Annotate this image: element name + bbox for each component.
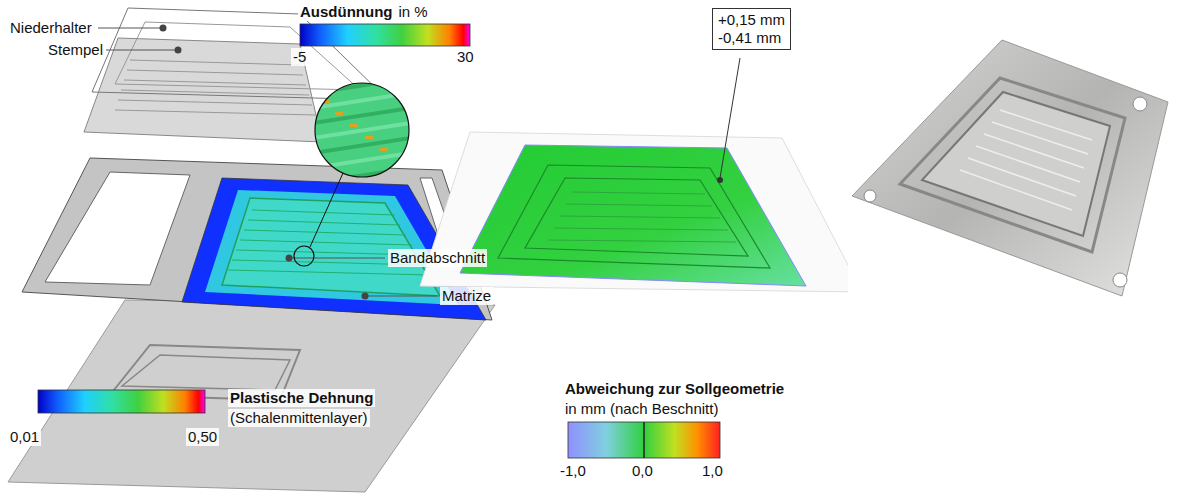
scale-value: 0,50 (186, 428, 219, 446)
photo-plate (848, 0, 1177, 345)
thinning-colorbar (300, 24, 470, 46)
scale-value: 30 (455, 48, 476, 66)
part-label: Bandabschnitt (388, 249, 487, 267)
part-label: Niederhalter (8, 19, 94, 37)
colorbar-unit: in % (396, 3, 429, 21)
die-plate (8, 300, 495, 492)
deviation-colorbar (568, 422, 720, 458)
value-box: +0,15 mm-0,41 mm (712, 8, 791, 50)
leader-lines (98, 28, 437, 296)
zoom-detail (294, 75, 430, 266)
deviation-value: -0,41 mm (718, 29, 785, 47)
scale-value: 0,01 (8, 428, 41, 446)
deviation-value: +0,15 mm (718, 11, 785, 29)
scale-value: -5 (291, 48, 308, 66)
part-label: Matrize (440, 287, 493, 305)
scale-value: 0,0 (630, 462, 655, 480)
scale-value: -1,0 (558, 462, 588, 480)
part-label: Stempel (46, 41, 105, 59)
colorbar-subtitle: in mm (nach Beschnitt) (563, 400, 720, 418)
punch (84, 38, 322, 142)
colorbar-title: Plastische Dehnung (228, 389, 375, 407)
zero-mark (643, 422, 645, 458)
colorbar-title: Abweichung zur Sollgeometrie (563, 380, 786, 398)
strain-colorbar (38, 390, 205, 413)
strip-section (22, 158, 492, 320)
colorbar-subtitle: (Schalenmittenlayer) (228, 409, 370, 427)
scale-value: 1,0 (700, 462, 725, 480)
colorbar-title: Ausdünnung (298, 3, 394, 21)
